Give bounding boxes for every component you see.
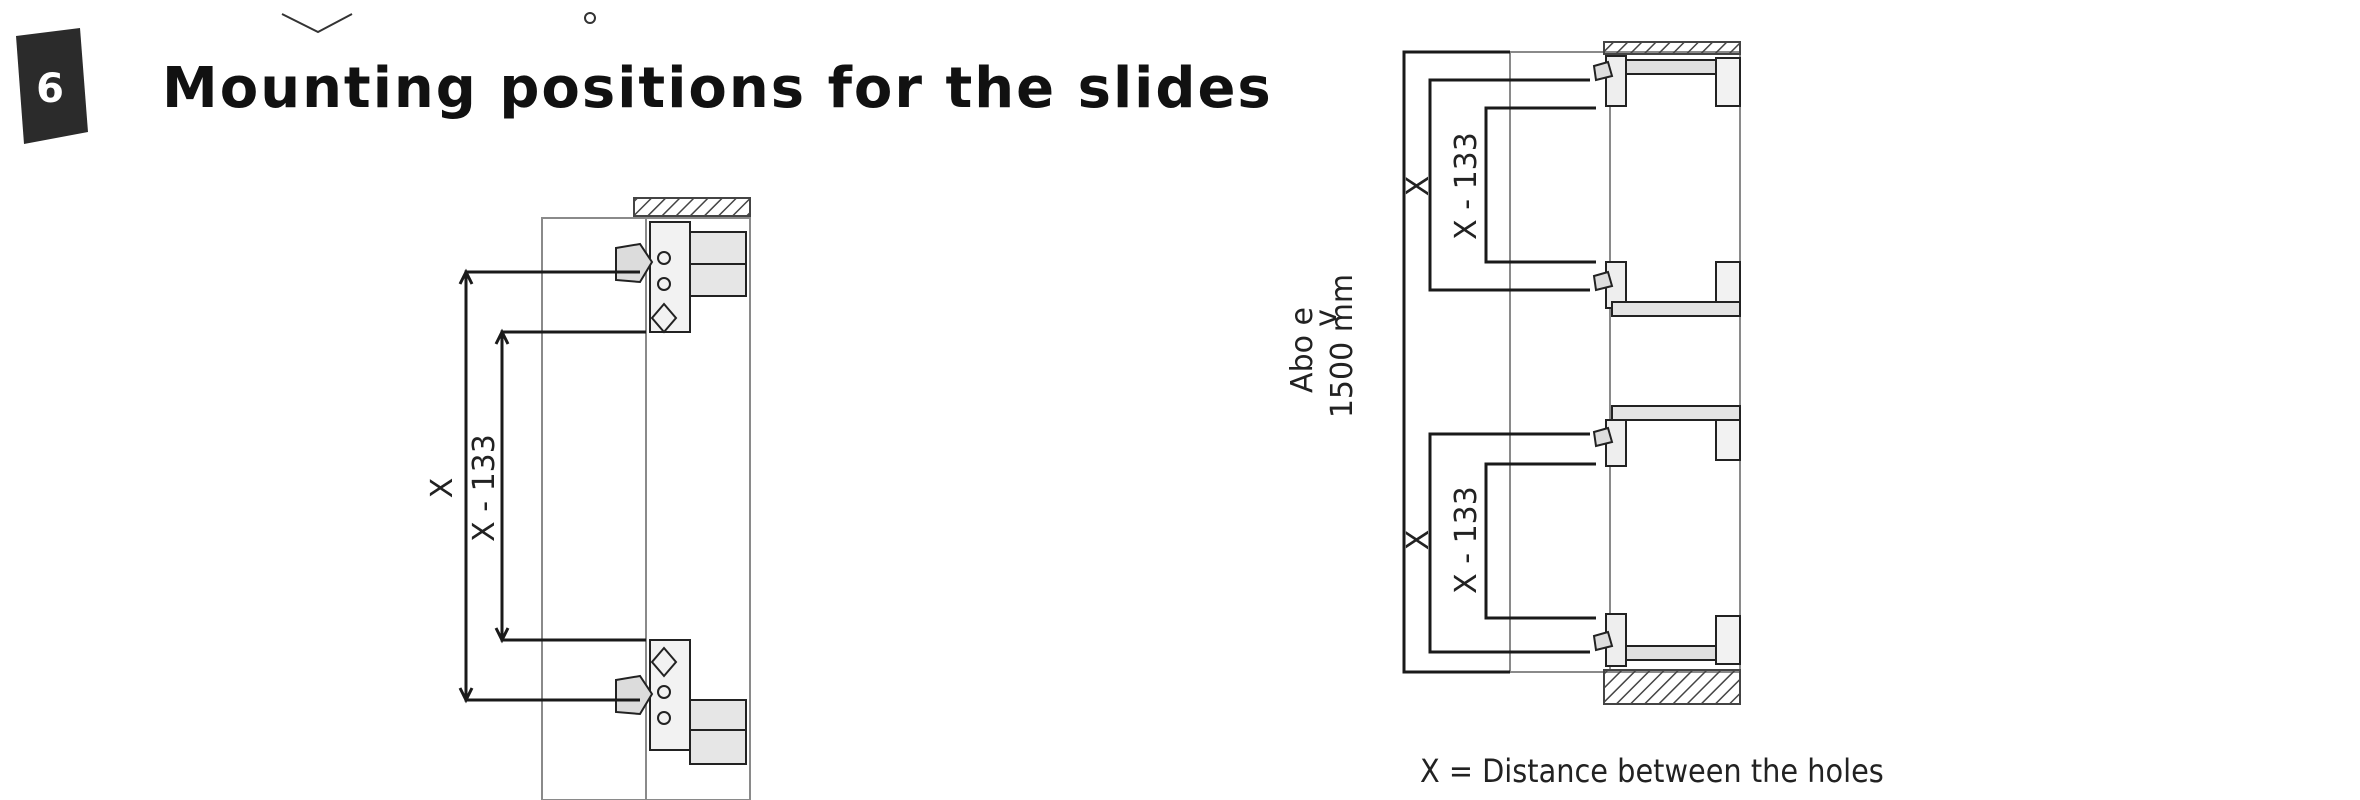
- upper-dimension-x-line: [1428, 78, 1590, 292]
- height-note-line1: Abo e: [1285, 307, 1320, 393]
- cabinet-side-outline: [645, 217, 751, 800]
- lower-dimension-x133-line: [1484, 462, 1596, 620]
- dimension-x-label: X: [425, 478, 460, 499]
- top-panel-hatch: [633, 197, 751, 217]
- slide-assembly-4: [1592, 613, 1741, 667]
- bottom-slide-assembly: [615, 639, 747, 765]
- bottom-panel-hatch: [1603, 669, 1741, 705]
- upper-dimension-x133-label: X - 133: [1449, 132, 1484, 240]
- top-panel-hatch: [1603, 41, 1741, 55]
- slide-assembly-3: [1592, 405, 1741, 467]
- height-note-mark: v: [1309, 309, 1344, 327]
- dimension-x133-line: [500, 330, 646, 642]
- step-number-badge: 6: [16, 28, 88, 144]
- slide-assembly-2: [1592, 261, 1741, 317]
- cabinet-side-outline: [1609, 51, 1741, 673]
- lower-dimension-x133-label: X - 133: [1449, 486, 1484, 594]
- page-title: Mounting positions for the slides: [162, 56, 1273, 121]
- cabinet-interior-outline: [1509, 51, 1611, 673]
- lower-dimension-x-label: X: [1401, 530, 1436, 551]
- right-cabinet-drawing: X X - 133 X X - 133 Abo e v 1500 mm: [1285, 41, 1741, 705]
- badge-shape: [16, 28, 88, 144]
- overall-height-line: [1402, 50, 1510, 674]
- dimension-x-line: [464, 270, 640, 702]
- caption: X = Distance between the holes: [1420, 752, 1884, 790]
- left-cabinet-drawing: X X - 133: [425, 197, 751, 800]
- cropped-fragment: [281, 13, 353, 34]
- lower-dimension-x-line: [1428, 432, 1590, 654]
- dimension-x133-label: X - 133: [467, 434, 502, 542]
- upper-dimension-x133-line: [1484, 106, 1596, 264]
- top-slide-assembly: [615, 221, 747, 334]
- cropped-fragment-dot: [584, 12, 596, 24]
- slide-assembly-1: [1592, 55, 1741, 107]
- height-note-line2: 1500 mm: [1325, 274, 1360, 418]
- upper-dimension-x-label: X: [1401, 176, 1436, 197]
- step-number: 6: [36, 66, 64, 112]
